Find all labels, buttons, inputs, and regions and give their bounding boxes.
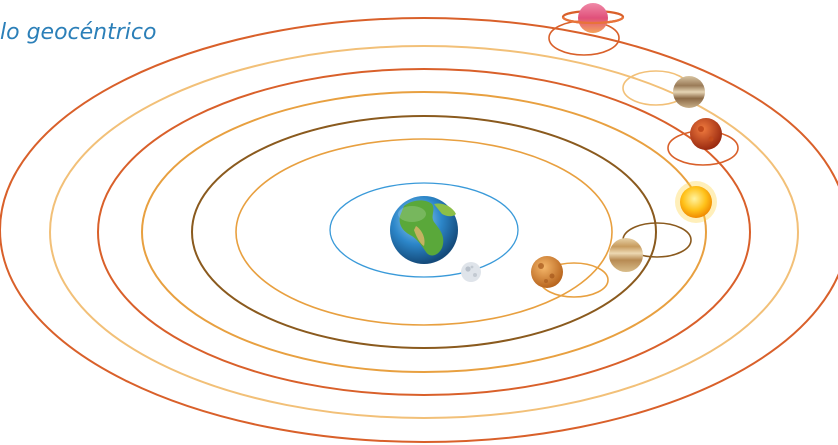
venus-icon [609, 238, 643, 272]
mercury-icon [531, 256, 563, 288]
orbit-mars [97, 68, 751, 396]
mars-icon [690, 118, 722, 150]
sun-icon [675, 181, 717, 223]
orbit-mercury [235, 138, 613, 326]
orbit-moon [329, 182, 519, 278]
orbit-venus [191, 115, 657, 349]
moon-icon [461, 262, 481, 282]
orbit-sun [141, 91, 707, 373]
jupiter-icon [673, 76, 705, 108]
orbit-jupiter [49, 45, 799, 419]
diagram-title: lo geocéntrico [0, 20, 157, 45]
saturn-icon [561, 3, 625, 33]
orbit-saturn [0, 17, 838, 443]
earth-icon [390, 196, 458, 264]
